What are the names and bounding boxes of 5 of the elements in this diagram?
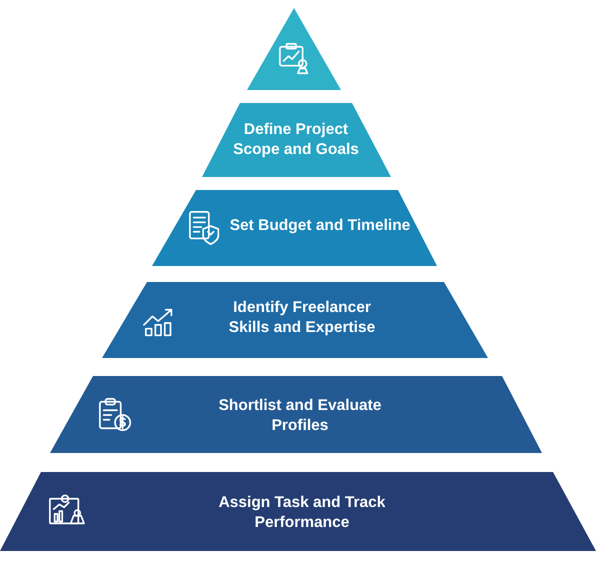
- tier-label: Shortlist and Evaluate Profiles: [218, 396, 382, 436]
- tier-label: Set Budget and Timeline: [228, 216, 412, 236]
- tier-label: Assign Task and Track Performance: [218, 493, 386, 533]
- tier-label: Define Project Scope and Goals: [232, 120, 360, 160]
- tier-label: Identify Freelancer Skills and Expertise: [228, 298, 376, 338]
